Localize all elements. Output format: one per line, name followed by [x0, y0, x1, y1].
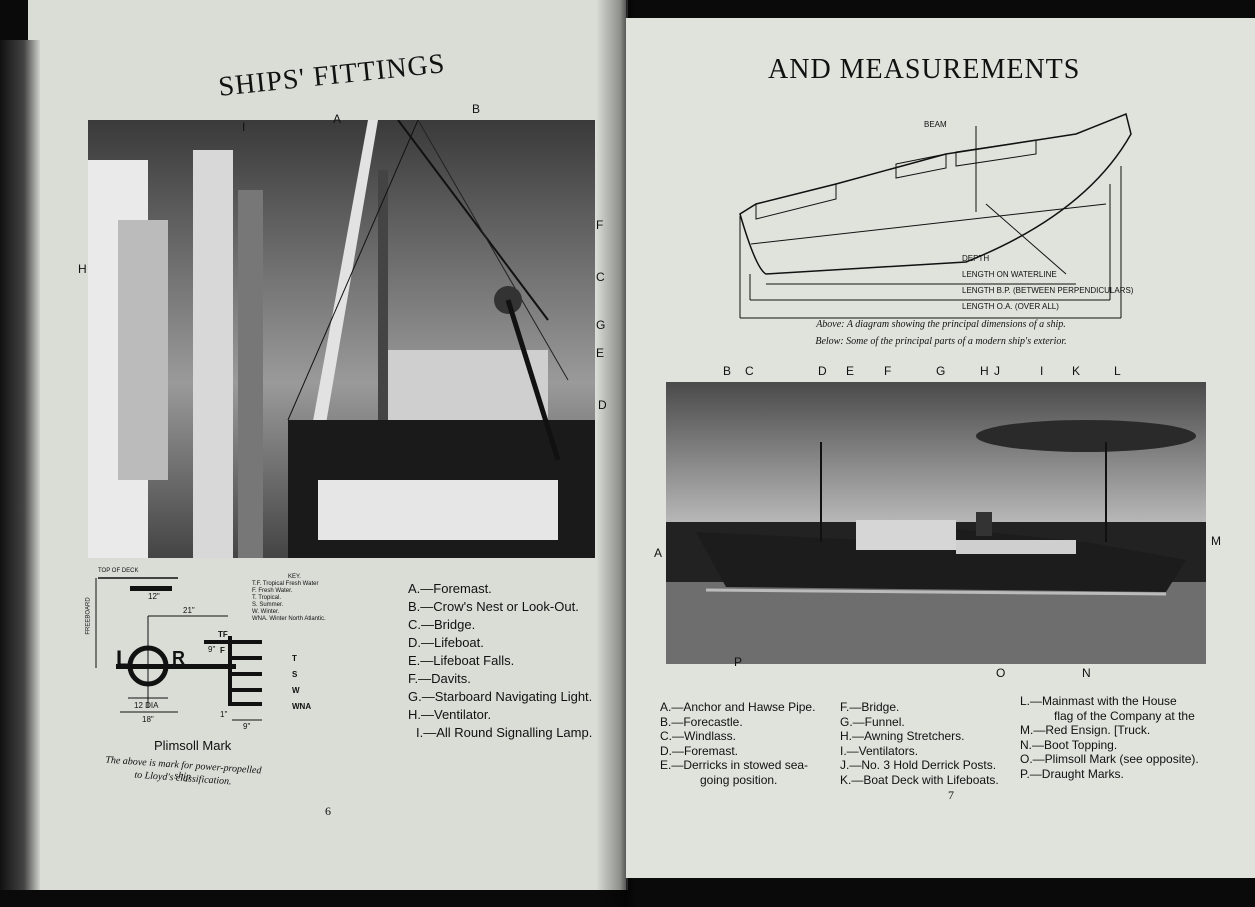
dimensions-diagram: BEAM DEPTH LENGTH ON WATERLINE LENGTH B.…: [736, 104, 1136, 324]
ship-label-g: G: [936, 364, 946, 378]
ship-label-i: I: [1040, 364, 1044, 378]
ship-key-item: G.—Funnel.: [840, 714, 905, 729]
ship-label-n: N: [1082, 666, 1091, 680]
plimsoll-key-title: KEY.: [288, 574, 301, 580]
plimsoll-mark-w: W: [292, 686, 300, 695]
ship-label-f: F: [884, 364, 892, 378]
right-page-number: 7: [948, 788, 954, 802]
fittings-key-list: A.—Foremast. B.—Crow's Nest or Look-Out.…: [408, 580, 592, 742]
ship-outline-drawing: [739, 112, 1132, 319]
ship-label-e: E: [846, 364, 855, 378]
ship-key-item: N.—Boot Topping.: [1020, 737, 1118, 752]
plimsoll-drawing: [95, 577, 262, 721]
plimsoll-dim-21: 21": [183, 606, 195, 615]
ship-label-a: A: [654, 546, 663, 560]
diagram-label-lbp: LENGTH B.P. (BETWEEN PERPENDICULARS): [962, 286, 1134, 295]
left-page-title: SHIPS' FITTINGS: [216, 48, 447, 103]
ship-key-item: D.—Foremast.: [660, 743, 739, 758]
fittings-key-item: E.—Lifeboat Falls.: [408, 653, 515, 668]
ship-label-p: P: [734, 655, 743, 669]
fittings-key-item: I.—All Round Signalling Lamp.: [416, 725, 593, 740]
ship-key-item: H.—Awning Stretchers.: [840, 729, 965, 743]
diagram-label-beam: BEAM: [924, 120, 947, 129]
ship-exterior-photo: [666, 382, 1206, 664]
fittings-key-item: B.—Crow's Nest or Look-Out.: [408, 599, 579, 614]
ship-key-item: M.—Red Ensign. [Truck.: [1020, 723, 1151, 737]
right-page-title: AND MEASUREMENTS: [768, 54, 1081, 85]
left-page-number: 6: [325, 804, 331, 818]
left-page: SHIPS' FITTINGS I A B: [0, 0, 628, 890]
fittings-photo-image: [88, 120, 595, 558]
ship-key-item: F.—Bridge.: [840, 700, 900, 714]
ship-label-b: B: [723, 364, 732, 378]
fittings-key-item: H.—Ventilator.: [408, 707, 492, 722]
plimsoll-key-item: T. Tropical.: [252, 595, 282, 601]
plimsoll-dim-18: 18": [142, 715, 154, 724]
ship-key-item: flag of the Company at the: [1054, 708, 1195, 723]
fittings-key-item: C.—Bridge.: [408, 617, 476, 632]
plimsoll-dim-1: 1": [220, 710, 228, 719]
plimsoll-dim-12: 12": [148, 592, 160, 601]
photo-label-i: I: [242, 120, 246, 134]
photo-label-a: A: [333, 112, 342, 126]
plimsoll-mark-f: F: [220, 646, 225, 655]
plimsoll-key-item: W. Winter.: [252, 609, 280, 615]
ship-key-item: going position.: [700, 772, 778, 787]
diagram-caption-below: Below: Some of the principal parts of a …: [815, 336, 1067, 347]
ship-key-item: P.—Draught Marks.: [1020, 766, 1124, 781]
ship-label-o: O: [996, 666, 1006, 680]
ship-label-c: C: [745, 364, 754, 378]
plimsoll-mark-t: T: [292, 654, 297, 663]
ship-label-k: K: [1072, 364, 1081, 378]
ship-key-item: O.—Plimsoll Mark (see opposite).: [1020, 752, 1199, 766]
plimsoll-mark-wna: WNA: [292, 702, 312, 711]
fittings-key-item: D.—Lifeboat.: [408, 635, 484, 650]
ship-key-item: C.—Windlass.: [660, 729, 737, 743]
ship-key-item: B.—Forecastle.: [660, 714, 743, 729]
plimsoll-dim-9b: 9": [243, 722, 251, 731]
fittings-key-item: G.—Starboard Navigating Light.: [408, 689, 593, 704]
diagram-label-lwl: LENGTH ON WATERLINE: [962, 270, 1057, 279]
plimsoll-heading: Plimsoll Mark: [154, 738, 232, 753]
plimsoll-key-item: S. Summer.: [252, 602, 284, 608]
plimsoll-key: KEY. T.F. Tropical Fresh Water F. Fresh …: [252, 574, 326, 623]
fittings-key-item: F.—Davits.: [408, 671, 471, 686]
ship-label-d: D: [818, 364, 827, 378]
ship-key-item: J.—No. 3 Hold Derrick Posts.: [840, 758, 997, 772]
plimsoll-key-item: T.F. Tropical Fresh Water: [252, 581, 319, 587]
ship-key-column-2: F.—Bridge. G.—Funnel. H.—Awning Stretche…: [840, 700, 999, 787]
diagram-caption-above: Above: A diagram showing the principal d…: [816, 319, 1066, 330]
plimsoll-key-item: F. Fresh Water.: [252, 588, 293, 594]
ship-key-item: A.—Anchor and Hawse Pipe.: [660, 700, 816, 714]
ship-key-item: L.—Mainmast with the House: [1020, 694, 1177, 708]
plimsoll-letter-l: L: [116, 646, 130, 671]
plimsoll-mark-s: S: [292, 670, 298, 679]
ship-key-item: E.—Derricks in stowed sea-: [660, 758, 809, 772]
fittings-photo: [88, 120, 595, 558]
ship-exterior-image: [666, 382, 1206, 664]
ship-key-column-3: L.—Mainmast with the House flag of the C…: [1020, 694, 1199, 781]
plimsoll-dim-12dia: 12 DIA: [134, 701, 159, 710]
ship-label-l: L: [1114, 364, 1121, 378]
ship-key-column-1: A.—Anchor and Hawse Pipe. B.—Forecastle.…: [660, 700, 815, 787]
ship-key-item: K.—Boat Deck with Lifeboats.: [840, 772, 999, 787]
ship-label-j: J: [994, 364, 1000, 378]
photo-label-h: H: [78, 262, 87, 276]
fittings-key-item: A.—Foremast.: [408, 581, 492, 596]
plimsoll-top-of-deck: TOP OF DECK: [98, 568, 139, 574]
plimsoll-diagram: TOP OF DECK FREEBOARD 12" 21" 9" 1" 9" 1…: [85, 568, 338, 748]
right-page: AND MEASUREMENTS BEAM DEPTH LENGTH ON WA…: [626, 18, 1255, 878]
diagram-label-depth: DEPTH: [962, 254, 990, 263]
ship-label-m: M: [1211, 534, 1221, 548]
plimsoll-dim-9a: 9": [208, 645, 216, 654]
plimsoll-freeboard: FREEBOARD: [85, 597, 92, 635]
plimsoll-key-item: WNA. Winter North Atlantic.: [252, 616, 326, 622]
diagram-label-loa: LENGTH O.A. (OVER ALL): [962, 302, 1059, 311]
ship-key-item: I.—Ventilators.: [840, 743, 919, 758]
plimsoll-mark-tf: TF: [218, 630, 228, 639]
photo-label-b: B: [472, 102, 481, 116]
plimsoll-letter-r: R: [172, 648, 185, 668]
ship-label-h: H: [980, 364, 989, 378]
